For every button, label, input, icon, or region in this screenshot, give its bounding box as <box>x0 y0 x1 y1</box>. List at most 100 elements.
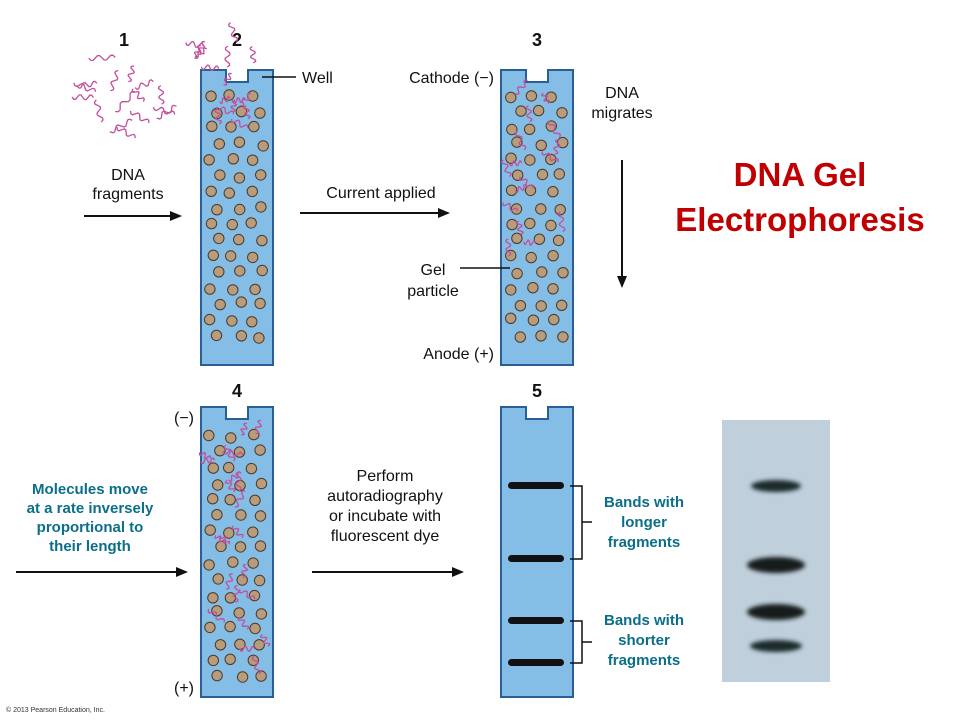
gel-particle <box>207 654 220 667</box>
gel-particle <box>249 622 261 635</box>
dna-strand <box>127 65 135 83</box>
gel-particle <box>207 249 220 262</box>
gel-particle <box>204 621 216 634</box>
gel-particle <box>223 527 235 539</box>
gel-particle <box>505 184 518 197</box>
gel-particle <box>227 153 240 165</box>
gel-particle <box>214 298 226 311</box>
gel-particle <box>246 316 258 328</box>
dna-strand <box>225 573 234 590</box>
dna-fragments-label-1: DNA <box>111 167 145 184</box>
dna-strand <box>553 139 561 155</box>
gel-particle <box>254 107 266 119</box>
dna-strand <box>251 655 262 675</box>
step-number-5: 5 <box>532 381 542 401</box>
dna-strand <box>157 85 165 105</box>
dna-strand <box>194 47 208 59</box>
gel-particle <box>225 432 237 444</box>
dna-strand <box>115 91 136 113</box>
gel-particle <box>254 510 267 522</box>
shorter-bands-line-1: Bands with <box>604 612 684 629</box>
gel-particle <box>214 169 226 181</box>
gel-particle <box>246 154 259 166</box>
gel-particle <box>212 573 224 585</box>
gel-particle <box>223 461 235 474</box>
dna-strand <box>241 563 248 578</box>
dna-strand <box>219 95 231 105</box>
gel-particle <box>514 331 526 343</box>
gel-particle <box>524 154 536 166</box>
title-line-1: DNA Gel <box>733 156 867 193</box>
dna-strand <box>200 64 220 71</box>
dna-strand <box>233 584 240 603</box>
dna-strand <box>224 479 236 493</box>
gel-particle <box>256 234 268 247</box>
dna-strand <box>227 22 239 43</box>
gel-particles <box>203 89 569 683</box>
gel-particle <box>254 540 267 552</box>
gel-particle <box>234 203 246 216</box>
dna-strand <box>239 645 256 652</box>
gel-particle <box>207 462 220 474</box>
gel-particle <box>511 232 523 245</box>
cathode-label: Cathode (−) <box>409 70 494 87</box>
gel-particle <box>257 140 269 152</box>
gel-particle <box>527 282 539 294</box>
gel-particle <box>505 91 517 104</box>
gel-particle <box>213 266 225 278</box>
gel-particle <box>205 90 217 102</box>
gel-particle-label-1: Gel <box>421 262 446 279</box>
dna-strand <box>540 92 551 104</box>
shorter-bands-line-2: shorter <box>618 632 670 649</box>
gel-particle <box>525 251 537 264</box>
gel-photograph <box>722 420 830 682</box>
gel-particle <box>223 187 236 199</box>
gel-particle <box>223 89 235 101</box>
dna-strand <box>557 211 566 233</box>
perform-line-2: autoradiography <box>327 488 443 505</box>
step-number-3: 3 <box>532 30 542 50</box>
gel-particle <box>553 168 565 180</box>
dna-strand <box>216 106 235 115</box>
dna-strand <box>505 238 512 257</box>
gel-particle <box>512 169 524 181</box>
band-longer-1 <box>508 482 564 489</box>
photo-bands <box>747 480 805 652</box>
gel-particle <box>233 172 246 184</box>
dna-strand <box>218 535 231 545</box>
dna-strand <box>259 633 271 647</box>
gel-particle <box>505 284 517 296</box>
dna-strand <box>249 45 257 64</box>
dna-strand <box>185 40 205 49</box>
gel-particle <box>224 653 236 665</box>
photo-band <box>751 480 801 492</box>
gel-particle <box>247 251 259 264</box>
photo-band <box>747 557 805 573</box>
negative-terminal-label: (−) <box>174 410 194 427</box>
photo-band <box>750 640 802 652</box>
gel-particle <box>511 267 523 280</box>
gel-particle <box>225 250 237 262</box>
gel-particle <box>203 313 216 326</box>
gel-particle <box>203 429 215 442</box>
dna-strand <box>156 104 177 120</box>
copyright-credit: © 2013 Pearson Education, Inc. <box>6 707 105 714</box>
gel-particle <box>248 589 261 602</box>
gel-particle <box>554 204 566 216</box>
gel-particle <box>514 300 527 312</box>
gel-particle <box>536 168 549 181</box>
dna-strand <box>224 45 231 68</box>
dna-strand <box>254 419 263 435</box>
longer-bands-line-1: Bands with <box>604 494 684 511</box>
gel-particle <box>233 607 245 619</box>
shorter-bands-line-3: fragments <box>608 652 681 669</box>
dna-strand <box>200 457 216 464</box>
gel-particle <box>233 233 245 246</box>
gel-column-5 <box>500 406 574 698</box>
current-applied-label: Current applied <box>326 185 435 202</box>
gel-particle <box>557 267 569 279</box>
gel-particle <box>547 186 559 198</box>
gel-particle <box>224 620 236 633</box>
band-longer-2 <box>508 555 564 562</box>
dna-strand <box>515 79 528 95</box>
